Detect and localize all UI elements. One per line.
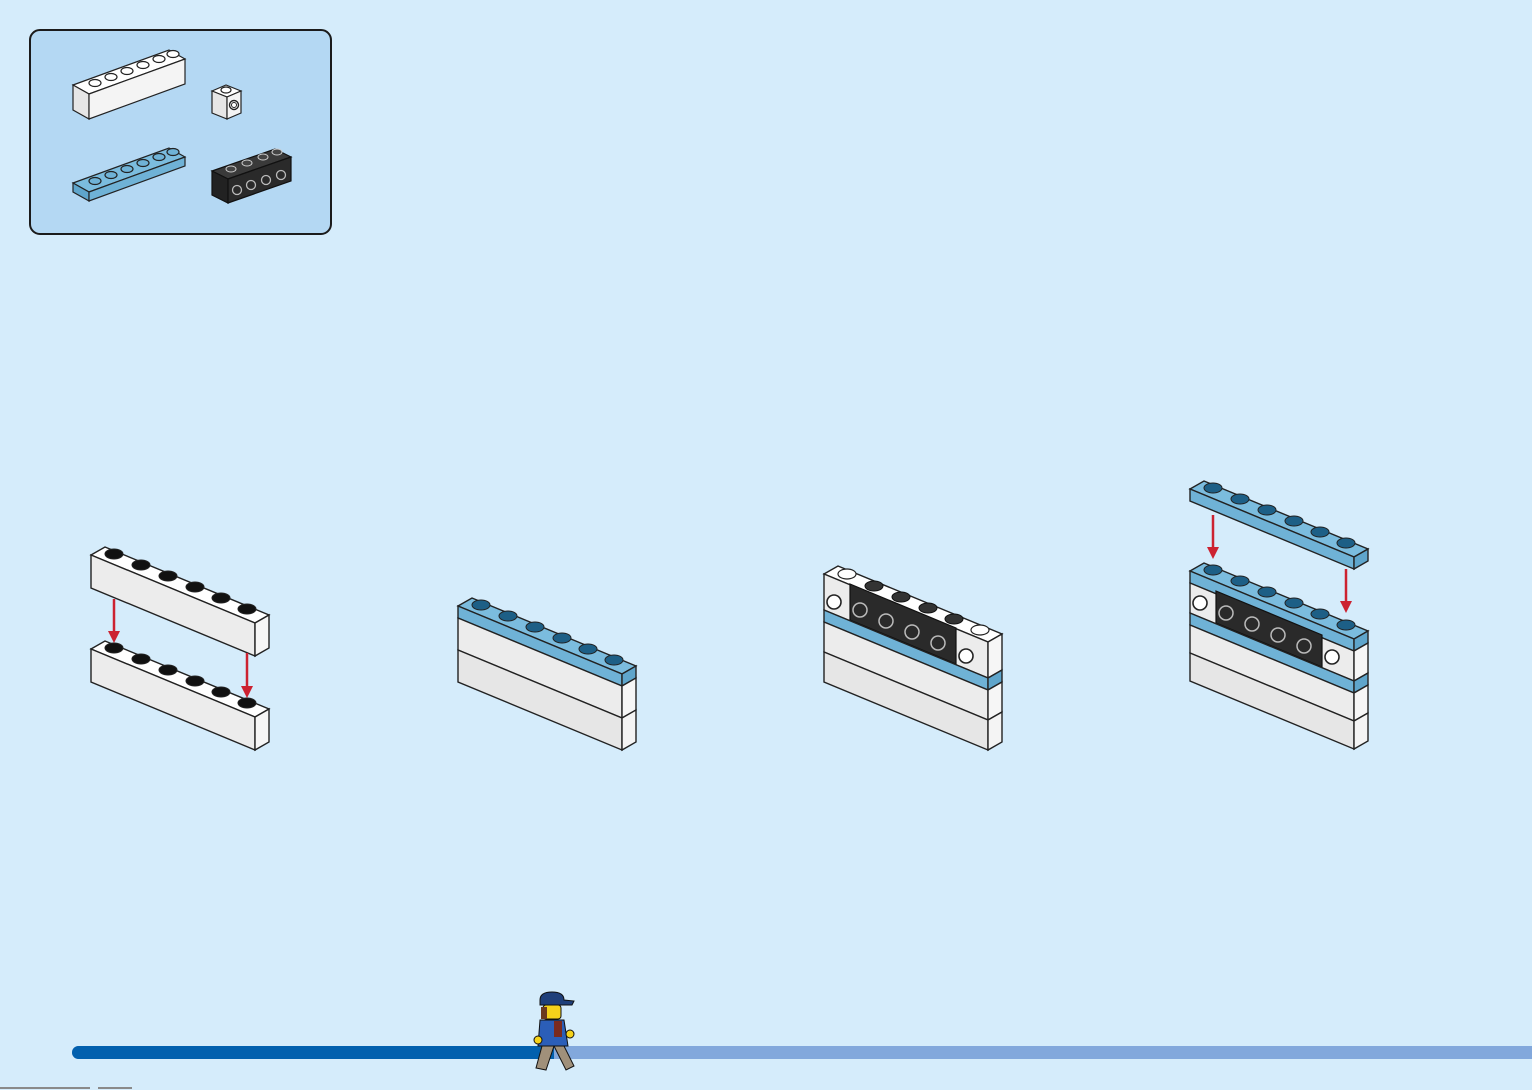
progress-bar (72, 1046, 1532, 1059)
step-1-stack-white-bricks (85, 535, 280, 755)
step-3-add-side-stud-bricks (818, 560, 1010, 755)
red-arrow-icon (1340, 569, 1352, 613)
red-arrow-icon (241, 653, 253, 698)
red-arrow-icon (1207, 515, 1219, 559)
parts-list-panel (29, 29, 332, 235)
progress-fill (72, 1046, 554, 1059)
brick-1x4-side-studs-black-icon (209, 145, 297, 207)
step-2-add-blue-plate (452, 590, 644, 755)
step-4-add-top-blue-plate (1184, 475, 1376, 755)
red-arrow-icon (108, 599, 120, 643)
brick-1x1-side-stud-icon (209, 81, 245, 123)
page-edge-mark (0, 1087, 90, 1089)
brick-1x6-white-icon (69, 45, 189, 123)
plate-1x6-blue-icon (69, 143, 189, 207)
minifigure-walker-icon (528, 990, 580, 1074)
page-edge-mark (98, 1087, 132, 1089)
